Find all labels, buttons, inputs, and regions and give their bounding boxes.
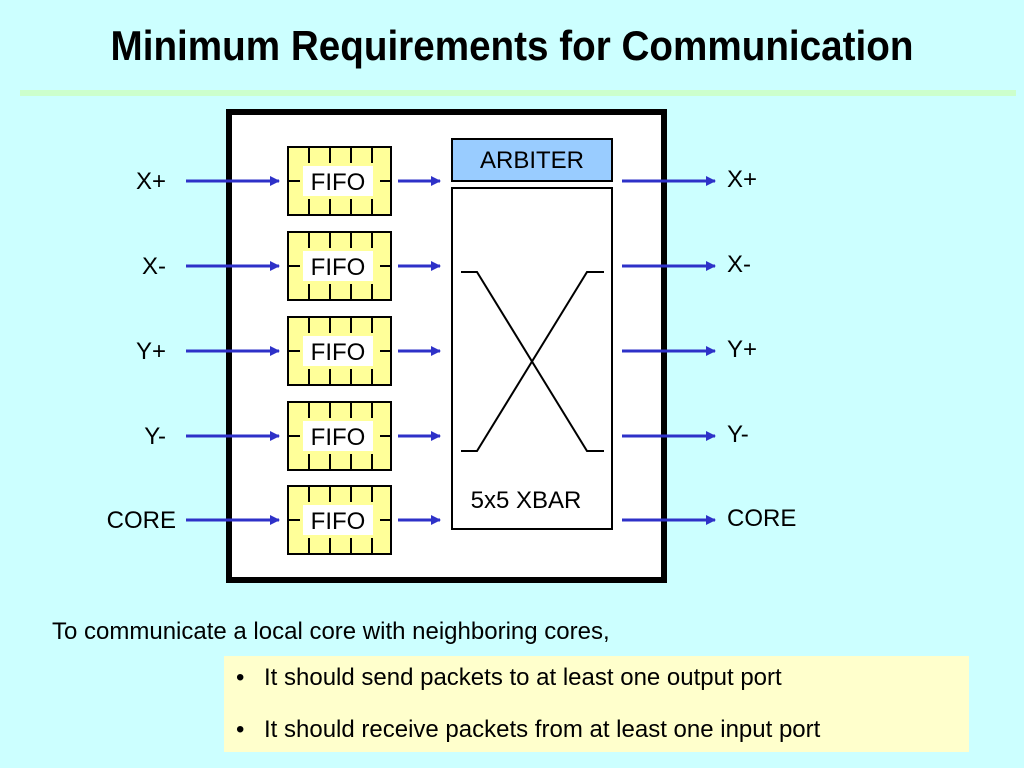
xbar-box [451,187,613,530]
title-divider [20,90,1016,96]
xbar-cross-line-2 [461,271,604,452]
bullet-text: It should send packets to at least one o… [264,664,782,691]
bullet-text: It should receive packets from at least … [264,716,821,743]
fifo-label-bg [303,505,373,535]
input-port-label: CORE [107,507,176,534]
fifo-label: FIFO [311,508,366,535]
fifo-label-bg [303,421,373,451]
output-port-label: Y- [727,421,749,448]
input-port-label: X+ [136,168,166,195]
output-port-label: X+ [727,166,757,193]
output-port-label: X- [727,251,751,278]
bullet-box: • It should send packets to at least one … [224,656,969,752]
bullet-item: • It should receive packets from at least… [236,716,820,744]
arbiter-label: ARBITER [480,147,584,174]
bullet-marker: • [236,716,245,743]
fifo-label: FIFO [311,169,366,196]
fifo-label-bg [303,166,373,196]
fifo-label: FIFO [311,424,366,451]
xbar-label: 5x5 XBAR [471,487,582,514]
fifo-label: FIFO [311,339,366,366]
input-port-label: X- [142,253,166,280]
arbiter-box [451,138,613,182]
output-port-label: CORE [727,505,796,532]
input-port-label: Y- [144,423,166,450]
output-port-label: Y+ [727,336,757,363]
fifo-label-bg [303,336,373,366]
bullet-item: • It should send packets to at least one … [236,664,782,692]
bullet-marker: • [236,664,245,691]
intro-text: To communicate a local core with neighbo… [52,618,610,645]
input-port-label: Y+ [136,338,166,365]
fifo-label: FIFO [311,254,366,281]
fifo-label-bg [303,251,373,281]
slide-title: Minimum Requirements for Communication [110,22,914,69]
